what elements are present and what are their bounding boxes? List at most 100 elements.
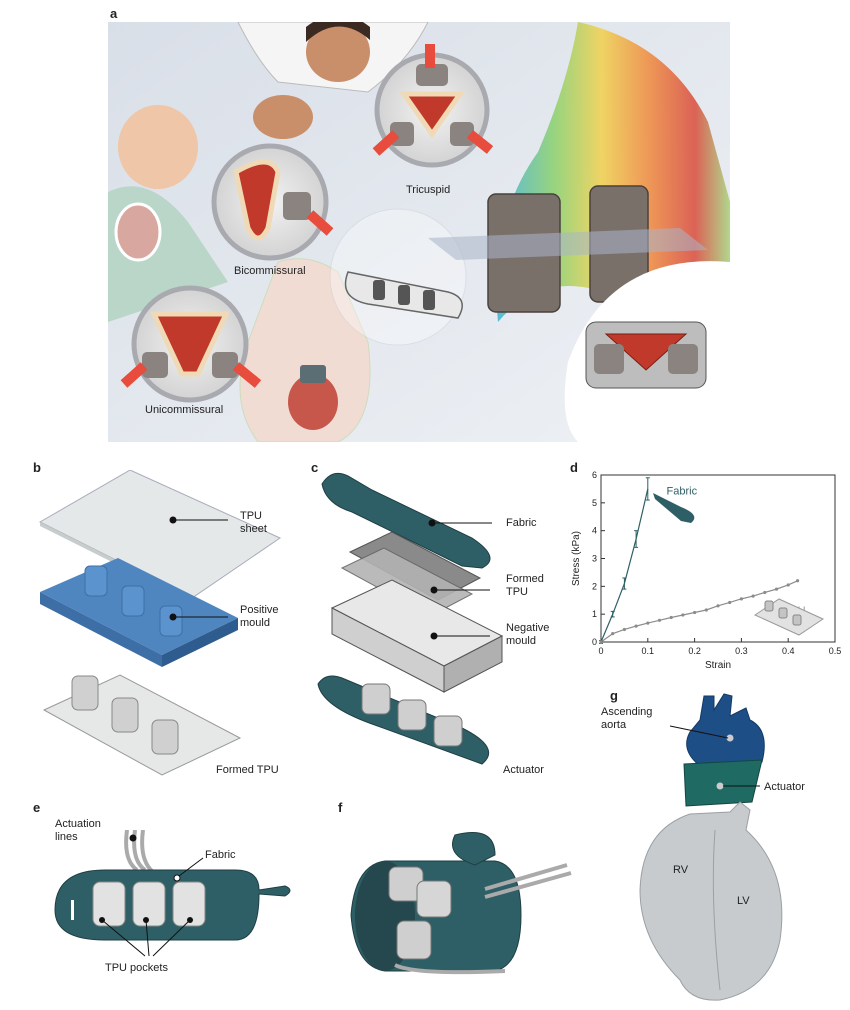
fabric-leader-e xyxy=(178,857,204,877)
panel-label-c: c xyxy=(311,460,319,475)
data-point-tpu xyxy=(669,615,673,620)
aorta-marker xyxy=(726,734,734,742)
mould-bump-2 xyxy=(121,585,145,617)
panel-f-illustration xyxy=(350,832,572,975)
actuator-sketch xyxy=(344,271,463,319)
y-tick-label: 3 xyxy=(592,554,597,564)
fabric-marker-e xyxy=(173,874,181,882)
data-point-tpu xyxy=(795,579,800,583)
actuator-marker-g xyxy=(716,782,724,790)
mould-bump-1 xyxy=(84,565,108,597)
inner-pocket-3 xyxy=(396,920,432,960)
data-point-tpu xyxy=(786,583,790,587)
positive-mould-side xyxy=(40,592,162,667)
x-tick-label: 0.5 xyxy=(829,646,842,656)
actuator-pocket-2 xyxy=(397,699,427,731)
panel-label-b: b xyxy=(33,460,41,475)
panel-label-e: e xyxy=(33,800,41,815)
panel-label-d: d xyxy=(570,460,578,475)
unicommissural-valve-inset xyxy=(120,285,262,403)
x-axis-label: Strain xyxy=(705,660,731,671)
panel-e-illustration xyxy=(54,830,291,957)
panel-label-a: a xyxy=(110,6,118,21)
x-tick-label: 0.2 xyxy=(688,646,701,656)
panel-g-illustration xyxy=(639,693,783,1001)
x-tick-label: 0.4 xyxy=(782,646,795,656)
tpu-pockets-label: TPU pockets xyxy=(105,962,168,974)
series-line-fabric xyxy=(600,488,649,643)
fabric-slit xyxy=(71,900,74,920)
actuator-label-c: Actuator xyxy=(503,764,544,776)
doctor-hair xyxy=(306,22,370,42)
unicommissural-label: Unicommissural xyxy=(145,404,224,416)
doctor-head xyxy=(306,22,370,82)
actuator-band xyxy=(683,759,763,807)
fabric-marker xyxy=(428,519,436,527)
formed-pocket-3 xyxy=(151,719,179,755)
actuator-label-g: Actuator xyxy=(764,781,805,793)
tpu-pocket-1 xyxy=(92,881,126,927)
fabric-label-e: Fabric xyxy=(205,849,236,861)
rv-label: RV xyxy=(673,864,689,876)
data-point-tpu xyxy=(693,610,697,615)
data-point-tpu xyxy=(716,604,720,608)
data-point-tpu xyxy=(646,621,650,625)
negative-mould-front xyxy=(443,635,503,693)
formed-tpu-label-b: Formed TPU xyxy=(216,764,279,776)
y-axis-label: Stress (kPa) xyxy=(571,531,582,586)
baby-head xyxy=(118,105,198,189)
panel-label-g: g xyxy=(610,688,618,703)
y-tick-label: 1 xyxy=(592,609,597,619)
y-tick-label: 6 xyxy=(592,470,597,480)
tpu-pocket-3 xyxy=(172,881,206,927)
formed-pocket-2 xyxy=(111,697,139,733)
tricuspid-label: Tricuspid xyxy=(406,184,451,196)
pocket-leader-1 xyxy=(101,919,146,957)
doctor-hand xyxy=(253,95,313,139)
panel-c-illustration xyxy=(317,472,504,765)
formed-pocket-1 xyxy=(71,675,99,711)
sleeve-tab xyxy=(452,832,496,866)
mould-bump-3 xyxy=(159,605,183,637)
y-tick-label: 5 xyxy=(592,498,597,508)
formed-tpu-marker xyxy=(430,586,438,594)
pig-actuator xyxy=(300,365,326,383)
x-tick-label: 0 xyxy=(598,646,603,656)
actuator-pocket-3 xyxy=(433,715,463,747)
tube-3 xyxy=(394,963,506,975)
y-tick-label: 0 xyxy=(592,637,597,647)
positive-mould-front xyxy=(162,618,238,667)
chart-insets xyxy=(653,493,825,636)
pig-heart xyxy=(288,374,338,430)
data-point-tpu xyxy=(681,613,685,617)
negative-mould-marker xyxy=(430,632,438,640)
data-point-tpu xyxy=(751,594,755,598)
series-label-fabric: Fabric xyxy=(667,485,698,497)
x-tick-label: 0.1 xyxy=(642,646,655,656)
ascending-aorta xyxy=(686,693,765,767)
valve-cross-section-3d xyxy=(585,321,707,389)
x-tick-label: 0.3 xyxy=(735,646,748,656)
inner-pocket-2 xyxy=(416,880,452,918)
series-line-tpu xyxy=(600,580,798,643)
actuation-line-2 xyxy=(132,830,147,872)
fabric-label-c: Fabric xyxy=(506,517,537,529)
heart-model xyxy=(639,801,783,1001)
y-tick-label: 4 xyxy=(592,526,597,536)
data-point-tpu xyxy=(622,627,626,632)
actuation-lines-marker xyxy=(129,834,137,842)
lv-label: LV xyxy=(737,895,750,907)
positive-mould-marker xyxy=(169,613,177,621)
pocket-leader-3 xyxy=(152,919,191,957)
data-point-tpu xyxy=(704,608,708,612)
y-tick-label: 2 xyxy=(592,581,597,591)
tricuspid-valve-inset xyxy=(372,44,494,168)
data-point-tpu xyxy=(739,597,743,601)
aorta-leader xyxy=(669,725,729,739)
fabric-inset-icon xyxy=(653,493,695,523)
